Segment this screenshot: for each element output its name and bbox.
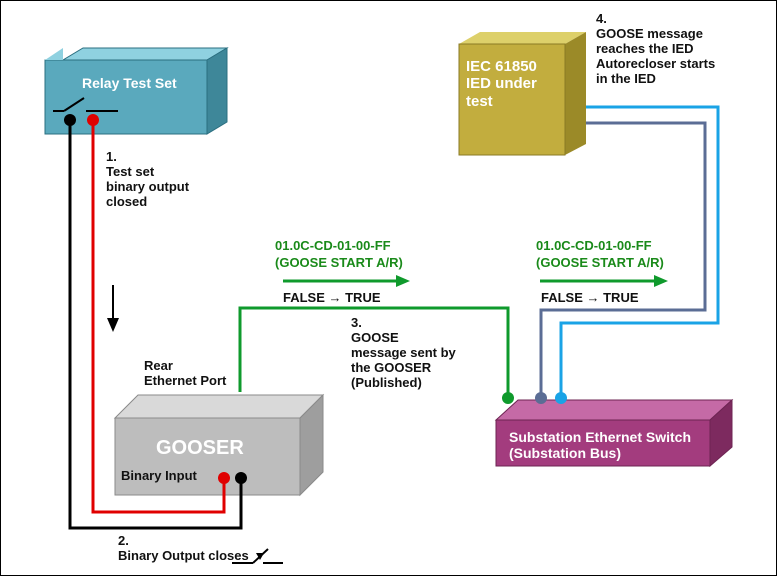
goose-name-right: (GOOSE START A/R) [536, 255, 664, 270]
step-4-label: 4. GOOSE message reaches the IED Autorec… [596, 11, 716, 86]
red-wire [91, 122, 226, 514]
gooser-red-terminal [218, 472, 230, 484]
black-wire [68, 122, 243, 530]
switch-green-port [502, 392, 514, 404]
gooser-label: GOOSER [156, 437, 244, 459]
goose-mac-right: 01.0C-CD-01-00-FF [536, 238, 652, 253]
goose-name-left: (GOOSE START A/R) [275, 255, 403, 270]
step-2-label: 2. Binary Output closes [118, 533, 249, 563]
step-3-label: 3. GOOSE message sent by the GOOSER (Pub… [351, 315, 456, 390]
ied-box [458, 32, 586, 156]
switch-box [494, 398, 734, 468]
blue-wire [559, 105, 720, 398]
test-set-red-terminal [87, 114, 99, 126]
gooser-box [113, 393, 325, 497]
down-arrow-icon [107, 285, 119, 332]
binary-output-contact-icon [232, 548, 283, 564]
goose-mac-left: 01.0C-CD-01-00-FF [275, 238, 391, 253]
switch-slate-port [535, 392, 547, 404]
gooser-binary-input-label: Binary Input [121, 468, 197, 483]
green-wire [238, 306, 510, 398]
relay-test-set-label: Relay Test Set [82, 75, 177, 91]
switch-blue-port [555, 392, 567, 404]
goose-transition-left: FALSE → TRUE [283, 290, 381, 305]
slate-wire [539, 121, 707, 398]
step-1-label: 1. Test set binary output closed [106, 149, 190, 209]
goose-message-arrow-right [540, 275, 668, 287]
goose-message-arrow-left [283, 275, 410, 287]
test-set-output-contact-icon [53, 97, 118, 112]
gooser-black-terminal [235, 472, 247, 484]
ied-label: IEC 61850 IED under test [466, 58, 537, 110]
rear-ethernet-port-label: Rear Ethernet Port [144, 358, 227, 388]
test-set-black-terminal [64, 114, 76, 126]
goose-transition-right: FALSE → TRUE [541, 290, 639, 305]
switch-label: Substation Ethernet Switch (Substation B… [509, 429, 692, 462]
relay-test-set-box [44, 47, 229, 135]
